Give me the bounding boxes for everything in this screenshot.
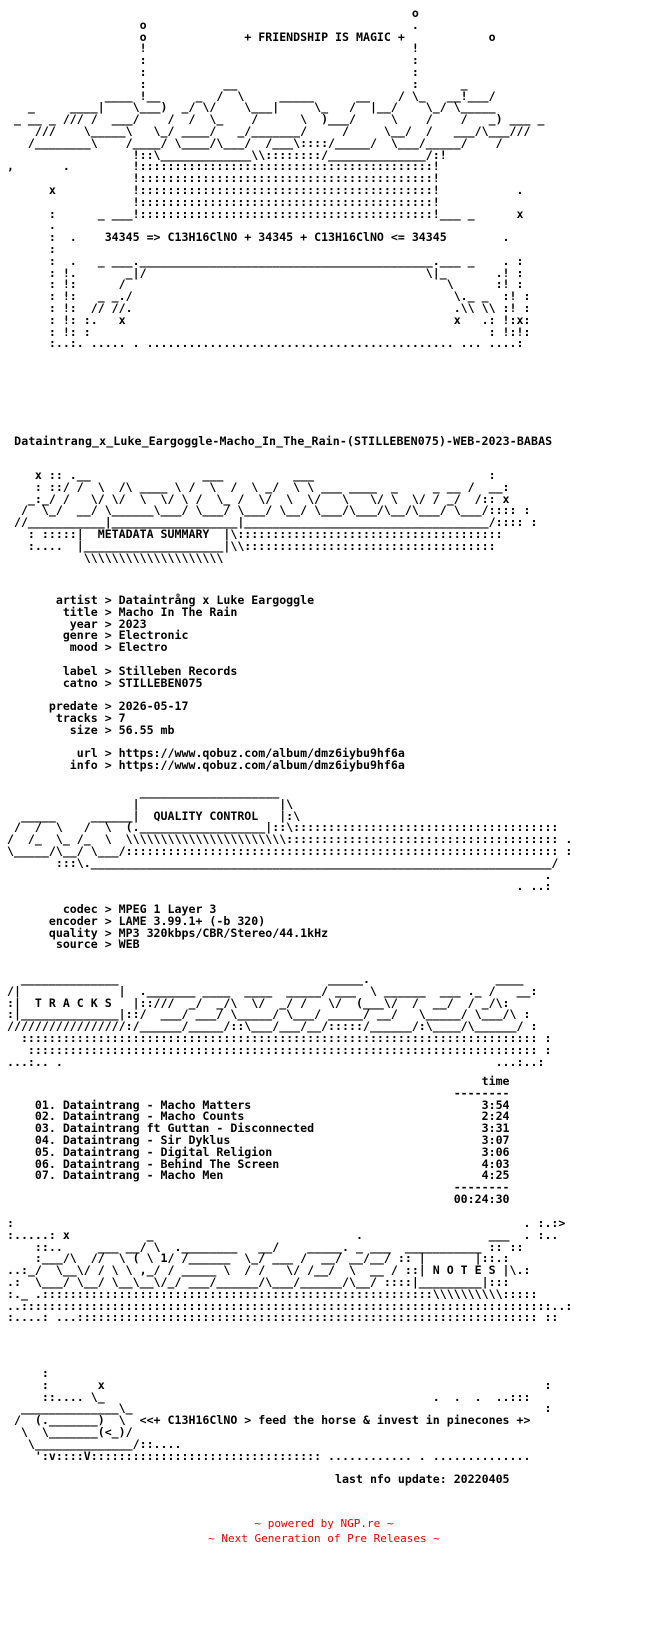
quality-list: codec > MPEG 1 Layer 3 encoder > LAME 3.…	[48, 902, 329, 952]
track-list: time -------- 01. Dataintrang - Macho Ma…	[34, 1074, 510, 1206]
notes-banner-art: : . :.:> :.....: x _ . ___ . :.. ::.. __…	[6, 1216, 573, 1325]
notes-content: : : x : ::.... \_ . . . ..::: __________…	[13, 1366, 552, 1487]
quality-banner-art: ____________________ | |\ _____ ______| …	[6, 785, 573, 894]
header-ascii-art: o o . o + FRIENDSHIP IS MAGIC + o ! !	[6, 6, 545, 351]
tracks-banner-art: ______________ _____. ____ /| | ._______…	[6, 972, 552, 1069]
metadata-banner-art: x :: .__ ___ ___ : : ::/ / \ /\ ____ \ /…	[13, 468, 538, 565]
footer-tagline: ~ Next Generation of Pre Releases ~	[208, 1532, 440, 1545]
metadata-list: artist > Dataintrång x Luke Eargoggle ti…	[48, 593, 405, 773]
release-name: Dataintrang_x_Luke_Eargoggle-Macho_In_Th…	[0, 434, 553, 448]
footer-powered-by: ~ powered by NGP.re ~	[254, 1517, 394, 1530]
